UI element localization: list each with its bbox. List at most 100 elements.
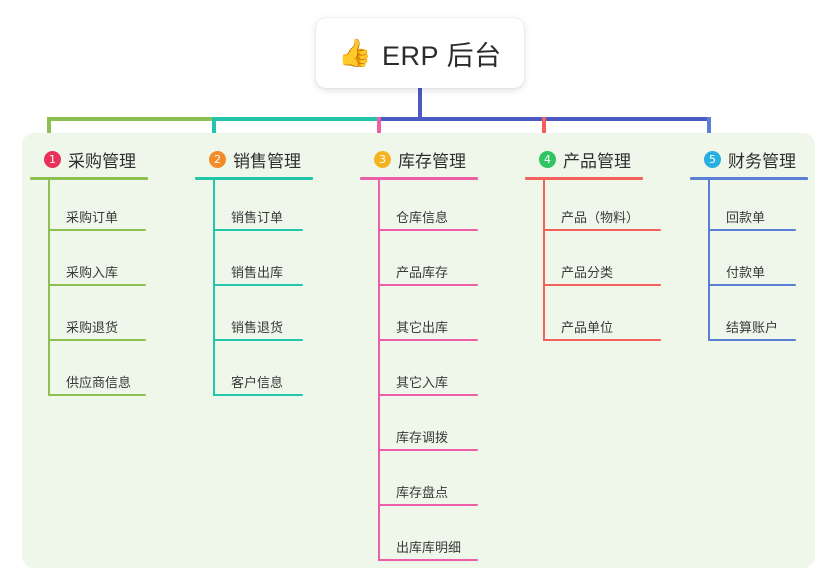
branch-item-label: 销售出库 [231,265,284,280]
branch-item[interactable]: 其它出库 [378,290,478,345]
branch-item[interactable]: 客户信息 [213,345,313,400]
branch-item-rule [213,339,303,341]
branch-title-5: 财务管理 [728,151,796,171]
branch-item-label: 库存调拨 [396,430,449,445]
branch-badge-1: 1 [44,150,61,168]
branch-item-label: 回款单 [726,210,766,225]
branch-item-label: 其它入库 [396,375,449,390]
branch-item[interactable]: 采购订单 [48,180,148,235]
branch-item[interactable]: 产品（物料） [543,180,661,235]
branch-rule-2 [195,177,313,180]
branch-item[interactable]: 付款单 [708,235,808,290]
branch-item-rule [48,229,146,231]
branch-badge-5: 5 [704,150,721,168]
branch-item-label: 销售退货 [231,320,284,335]
branch-item[interactable]: 销售出库 [213,235,313,290]
branch-badge-4: 4 [539,150,556,168]
branch-item-rule [378,559,478,561]
branch-item-label: 产品库存 [396,265,449,280]
branch-title-1: 采购管理 [68,151,136,171]
branch-item-rule [48,394,146,396]
branch-items-3: 仓库信息产品库存其它出库其它入库库存调拨库存盘点出库库明细 [360,180,478,565]
branch-item-label: 客户信息 [231,375,284,390]
branch-item[interactable]: 销售订单 [213,180,313,235]
branch-item[interactable]: 销售退货 [213,290,313,345]
root-node-label: ERP 后台 [382,40,502,71]
branch-item-label: 销售订单 [231,210,284,225]
branch-item-label: 付款单 [726,265,766,280]
branch-items-2: 销售订单销售出库销售退货客户信息 [195,180,313,400]
branch-trunk-4 [543,180,545,341]
branch-item-rule [708,339,796,341]
branch-item-rule [378,504,478,506]
branch-header-1[interactable]: 1 采购管理 [30,146,148,172]
branch-item-rule [378,394,478,396]
branch-item[interactable]: 产品单位 [543,290,661,345]
branch-column-1: 1 采购管理采购订单采购入库采购退货供应商信息 [30,146,148,400]
branch-title-2: 销售管理 [233,151,301,171]
branch-item[interactable]: 出库库明细 [378,510,478,565]
branch-items-4: 产品（物料） 产品分类产品单位 [525,180,661,345]
branch-title-3: 库存管理 [398,151,466,171]
branch-item[interactable]: 产品库存 [378,235,478,290]
branch-item-label: 库存盘点 [396,485,449,500]
branch-item-rule [378,284,478,286]
branch-trunk-3 [378,180,380,561]
branch-item[interactable]: 其它入库 [378,345,478,400]
branch-trunk-5 [708,180,710,341]
branch-item-rule [213,284,303,286]
branch-items-5: 回款单付款单结算账户 [690,180,808,345]
branch-rule-5 [690,177,808,180]
root-node[interactable]: 👍 ERP 后台 [316,18,524,88]
branch-item[interactable]: 供应商信息 [48,345,148,400]
branch-item-label: 采购入库 [66,265,119,280]
branch-item-label: 出库库明细 [396,540,462,555]
branch-trunk-2 [213,180,215,396]
root-node-content: 👍 ERP 后台 [338,34,501,73]
branch-item[interactable]: 回款单 [708,180,808,235]
branch-item[interactable]: 库存调拨 [378,400,478,455]
branch-items-1: 采购订单采购入库采购退货供应商信息 [30,180,148,400]
branch-item-rule [708,284,796,286]
branch-badge-3: 3 [374,150,391,168]
branch-column-3: 3 库存管理仓库信息产品库存其它出库其它入库库存调拨库存盘点出库库明细 [360,146,478,565]
branch-item-label: 产品（物料） [561,210,640,225]
branch-item-rule [213,394,303,396]
branch-item-label: 供应商信息 [66,375,132,390]
branch-item[interactable]: 采购入库 [48,235,148,290]
branch-item[interactable]: 产品分类 [543,235,661,290]
branch-item-rule [213,229,303,231]
branch-item[interactable]: 采购退货 [48,290,148,345]
branch-rule-3 [360,177,478,180]
branch-column-2: 2 销售管理销售订单销售出库销售退货客户信息 [195,146,313,400]
branch-item-rule [708,229,796,231]
branch-item-label: 其它出库 [396,320,449,335]
branch-item-rule [378,449,478,451]
branch-item[interactable]: 仓库信息 [378,180,478,235]
branch-header-3[interactable]: 3 库存管理 [360,146,478,172]
branch-column-5: 5 财务管理回款单付款单结算账户 [690,146,808,345]
branch-item-label: 产品分类 [561,265,614,280]
branch-item-label: 采购订单 [66,210,119,225]
branch-item-rule [378,229,478,231]
branch-item-rule [543,229,661,231]
branch-header-5[interactable]: 5 财务管理 [690,146,808,172]
branch-item-rule [543,339,661,341]
branch-item-label: 采购退货 [66,320,119,335]
branch-item-rule [48,284,146,286]
branch-item-rule [543,284,661,286]
branch-trunk-1 [48,180,50,396]
branch-badge-2: 2 [209,150,226,168]
mindmap-panel [22,133,815,568]
branch-item-label: 仓库信息 [396,210,449,225]
branch-item-rule [48,339,146,341]
branch-item[interactable]: 结算账户 [708,290,808,345]
branch-rule-1 [30,177,148,180]
branch-header-2[interactable]: 2 销售管理 [195,146,313,172]
branch-item-rule [378,339,478,341]
branch-item[interactable]: 库存盘点 [378,455,478,510]
branch-item-label: 产品单位 [561,320,614,335]
